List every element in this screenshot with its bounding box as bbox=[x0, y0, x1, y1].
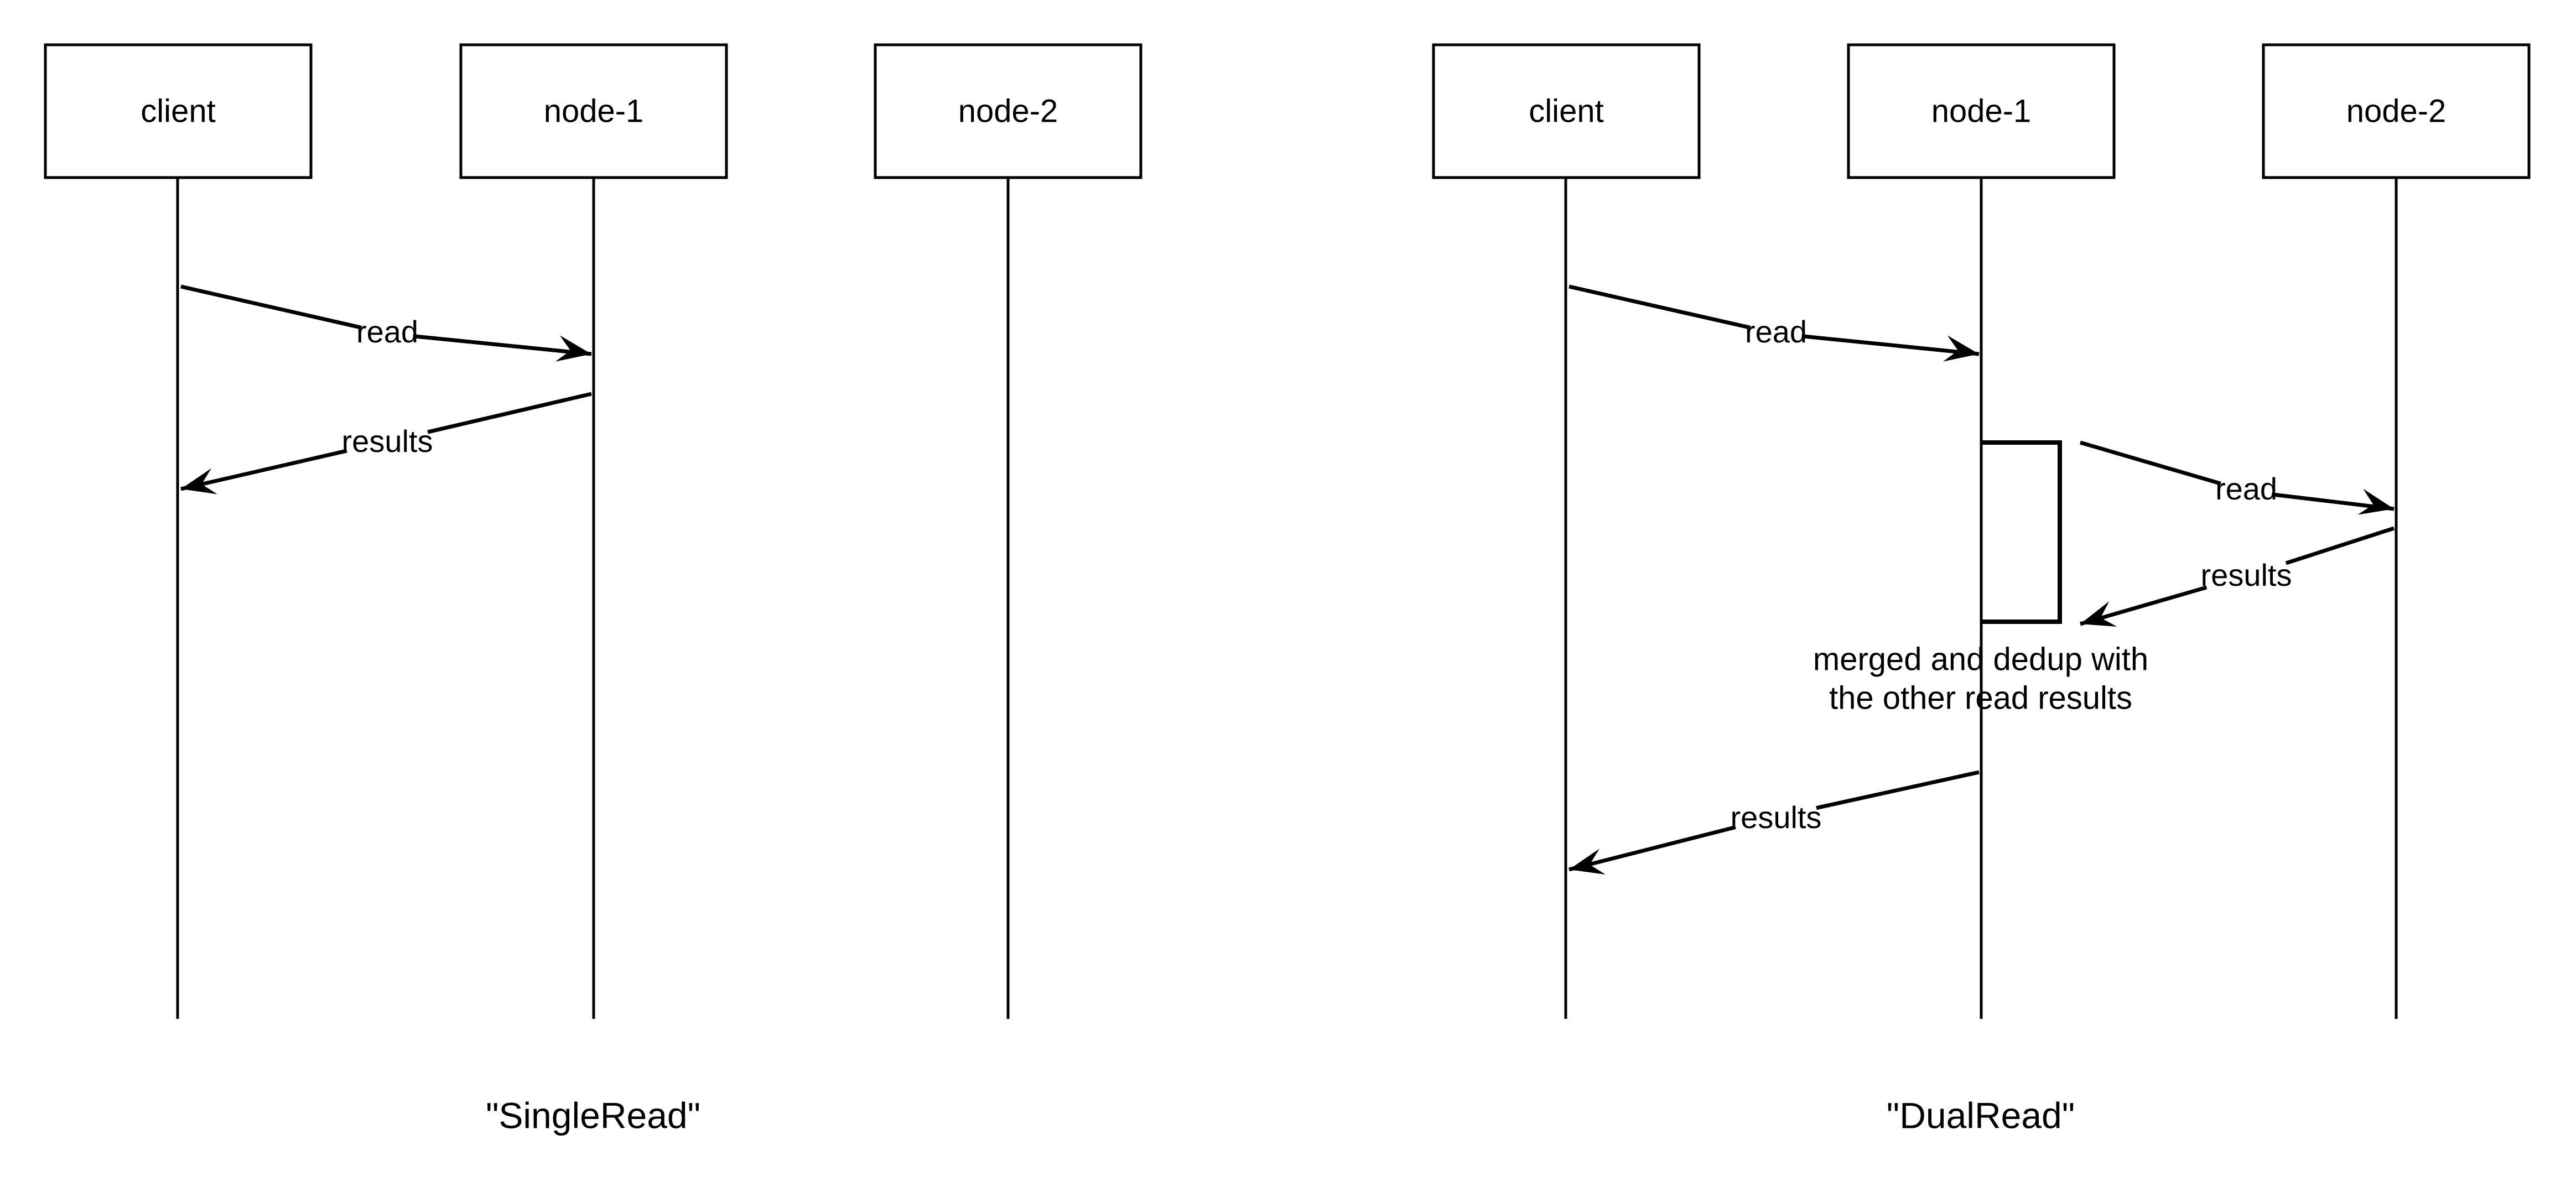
message-line-a bbox=[2285, 526, 2395, 565]
message-label: read bbox=[1745, 314, 1807, 349]
diagram-single-read: client node-1 node-2 read results "SingleRead… bbox=[44, 43, 1142, 1136]
activation-bracket-node-1 bbox=[1981, 440, 2062, 624]
participant-label-node-1: node-1 bbox=[544, 93, 644, 129]
message-arrowhead bbox=[555, 335, 591, 362]
message-line-b bbox=[1569, 825, 1736, 872]
message-label: read bbox=[2215, 471, 2277, 506]
message-line-b bbox=[2080, 585, 2208, 626]
message-dual-read-m3[interactable]: results bbox=[2080, 526, 2395, 627]
message-line-a bbox=[1816, 770, 1980, 810]
participant-label-client: client bbox=[1529, 93, 1603, 129]
participant-label-client: client bbox=[141, 93, 215, 129]
message-dual-read-m1[interactable]: read bbox=[1569, 284, 1980, 362]
note-line: the other read results bbox=[1829, 680, 2132, 716]
participant-label-node-1: node-1 bbox=[1931, 93, 2032, 129]
message-single-read-m1[interactable]: read bbox=[180, 284, 592, 362]
message-line-a bbox=[427, 392, 592, 434]
message-arrowhead bbox=[1943, 335, 1979, 362]
participant-node-2: node-2 bbox=[874, 43, 1142, 1019]
diagram-caption-single-read: "SingleRead" bbox=[486, 1095, 700, 1136]
message-arrowhead bbox=[1569, 849, 1606, 875]
participant-label-node-2: node-2 bbox=[958, 93, 1058, 129]
svg-root: client node-1 node-2 read results "SingleRead… bbox=[44, 43, 2531, 1136]
participant-node-2: node-2 bbox=[2262, 43, 2531, 1019]
message-arrowhead bbox=[2080, 601, 2117, 627]
participant-client: client bbox=[44, 43, 313, 1019]
participant-label-node-2: node-2 bbox=[2346, 93, 2447, 129]
message-label: read bbox=[356, 314, 418, 349]
participant-box-node-1[interactable] bbox=[1847, 43, 2116, 179]
message-label: results bbox=[342, 424, 433, 459]
participant-box-client[interactable] bbox=[44, 43, 313, 179]
diagram-dual-read: client node-1 node-2 read read results results… bbox=[1432, 43, 2531, 1136]
message-line-b bbox=[180, 449, 347, 491]
message-dual-read-m2[interactable]: read bbox=[2080, 440, 2395, 515]
message-line-a bbox=[1569, 284, 1751, 330]
message-line-b bbox=[413, 334, 592, 356]
participant-box-node-2[interactable] bbox=[874, 43, 1142, 179]
note-line: merged and dedup with bbox=[1813, 641, 2148, 677]
message-line-a bbox=[2080, 440, 2221, 486]
participant-client: client bbox=[1432, 43, 1701, 1019]
participant-node-1: node-1 bbox=[459, 43, 728, 1019]
participant-node-1: node-1 bbox=[1847, 43, 2116, 1019]
message-label: results bbox=[1731, 800, 1822, 835]
message-single-read-m2[interactable]: results bbox=[180, 392, 592, 495]
diagram-caption-dual-read: "DualRead" bbox=[1887, 1095, 2075, 1136]
message-line-b bbox=[1801, 334, 1980, 356]
participant-box-node-1[interactable] bbox=[459, 43, 728, 179]
message-arrowhead bbox=[181, 468, 217, 495]
message-label: results bbox=[2201, 558, 2292, 592]
participant-box-node-2[interactable] bbox=[2262, 43, 2531, 179]
message-dual-read-m4[interactable]: results bbox=[1569, 770, 1980, 875]
message-arrowhead bbox=[2357, 488, 2394, 515]
message-line-a bbox=[180, 284, 362, 330]
